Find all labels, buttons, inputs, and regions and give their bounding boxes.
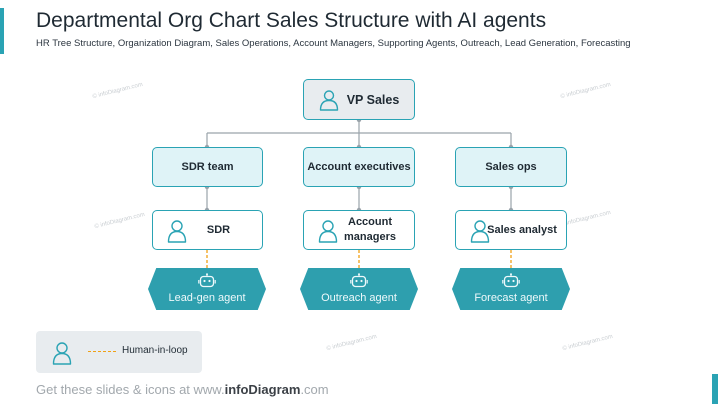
legend: Human-in-loop xyxy=(36,331,202,373)
agent-label: Outreach agent xyxy=(321,292,397,304)
role-label: SDR xyxy=(206,223,231,236)
org-node-role-sales-analyst[interactable]: Sales analyst xyxy=(455,210,567,250)
agent-label: Forecast agent xyxy=(474,292,548,304)
org-node-team-sdr[interactable]: SDR team xyxy=(152,147,263,187)
org-node-role-sdr[interactable]: SDR xyxy=(152,210,263,250)
accent-bar-right xyxy=(712,374,718,404)
footer-suffix: .com xyxy=(300,382,329,397)
person-icon xyxy=(318,220,338,243)
org-node-label: VP Sales xyxy=(346,92,400,107)
robot-icon xyxy=(198,273,216,288)
team-label: SDR team xyxy=(181,161,234,173)
agent-node-forecast[interactable]: Forecast agent xyxy=(452,268,570,310)
team-label: Account executives xyxy=(307,161,411,173)
team-label: Sales ops xyxy=(485,161,537,173)
footer-brand: infoDiagram xyxy=(224,382,301,397)
accent-bar-left xyxy=(0,8,4,54)
robot-icon xyxy=(350,273,368,288)
footer-credit: Get these slides & icons at www.infoDiag… xyxy=(36,382,329,397)
org-node-team-sales-ops[interactable]: Sales ops xyxy=(455,147,567,187)
person-icon xyxy=(470,220,490,243)
person-icon xyxy=(52,342,72,365)
role-label: Sales analyst xyxy=(487,223,557,236)
agent-node-lead-gen[interactable]: Lead-gen agent xyxy=(148,268,266,310)
footer-prefix: Get these slides & icons at www. xyxy=(36,382,225,397)
legend-label: Human-in-loop xyxy=(122,345,188,356)
human-in-loop-dash xyxy=(88,351,116,352)
org-node-vp-sales[interactable]: VP Sales xyxy=(303,79,415,120)
person-icon xyxy=(319,89,338,111)
org-node-role-account-managers[interactable]: Account managers xyxy=(303,210,415,250)
person-icon xyxy=(167,220,187,243)
agent-label: Lead-gen agent xyxy=(168,292,246,304)
agent-node-outreach[interactable]: Outreach agent xyxy=(300,268,418,310)
page-title: Departmental Org Chart Sales Structure w… xyxy=(36,9,547,32)
org-node-team-account-executives[interactable]: Account executives xyxy=(303,147,415,187)
role-label: Account managers xyxy=(344,216,396,243)
page-subtitle: HR Tree Structure, Organization Diagram,… xyxy=(36,38,631,49)
robot-icon xyxy=(502,273,520,288)
